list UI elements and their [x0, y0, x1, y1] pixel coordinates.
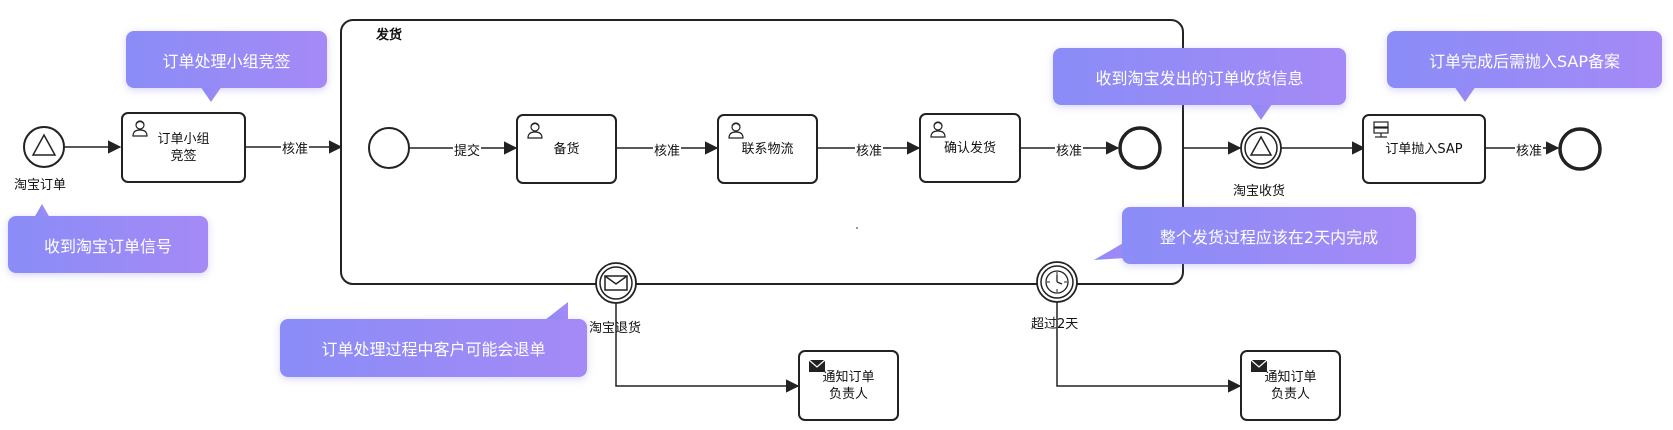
callout-sap-note: 订单完成后需抛入SAP备案 [1387, 31, 1662, 88]
task-sap-label: 订单抛入SAP [1385, 141, 1463, 157]
boundary-timer-event[interactable] [1036, 261, 1078, 303]
signal-triangle-icon [31, 133, 57, 156]
callout-tail-receive [1250, 104, 1272, 120]
boundary-message-event[interactable] [595, 262, 637, 304]
flow-timer-to-notify[interactable] [1056, 302, 1242, 393]
callout-tail-return [545, 302, 568, 320]
task-notify-return-label: 通知订单 负责人 [822, 369, 875, 402]
service-task-icon [1373, 121, 1389, 138]
task-confirm-label: 确认发货 [943, 140, 996, 156]
user-task-icon [930, 121, 946, 138]
flow-label-approve: 核准 [855, 140, 884, 159]
task-logistics-label: 联系物流 [741, 141, 794, 157]
callout-return-note: 订单处理过程中客户可能会退单 [280, 319, 587, 377]
start-signal-event[interactable] [23, 126, 65, 168]
subprocess-title: 发货 [376, 28, 403, 43]
stray-dot [856, 227, 858, 229]
subprocess-start-event[interactable] [368, 127, 410, 169]
receive-signal-event[interactable] [1240, 127, 1282, 169]
callout-tail-timer [1094, 242, 1125, 260]
callout-tail-start [34, 204, 50, 218]
callout-tail-sap [1454, 86, 1476, 102]
return-event-label: 淘宝退货 [589, 321, 642, 336]
flow-label-approve: 核准 [1055, 140, 1084, 159]
envelope-icon [604, 275, 628, 291]
clock-icon [1045, 270, 1069, 294]
user-task-icon [132, 120, 148, 137]
receive-event-label: 淘宝收货 [1233, 184, 1286, 199]
task-notify-timer[interactable]: 通知订单 负责人 [1240, 350, 1341, 421]
callout-bid-note: 订单处理小组竞签 [126, 31, 327, 88]
callout-timer-note: 整个发货过程应该在2天内完成 [1122, 207, 1416, 264]
flow-label-approve: 核准 [1515, 140, 1544, 159]
subprocess-end-event[interactable] [1118, 126, 1162, 170]
callout-receive-note: 收到淘宝发出的订单收货信息 [1053, 48, 1346, 105]
task-stock-label: 备货 [553, 141, 580, 157]
task-sap[interactable]: 订单抛入SAP [1362, 114, 1486, 184]
flow-label-submit: 提交 [453, 140, 482, 159]
task-bid-label: 订单小组 竞签 [157, 131, 210, 164]
task-logistics[interactable]: 联系物流 [717, 114, 818, 184]
flow-label-approve: 核准 [653, 140, 682, 159]
task-stock[interactable]: 备货 [516, 114, 617, 184]
process-end-event[interactable] [1558, 127, 1602, 171]
task-bid[interactable]: 订单小组 竞签 [121, 112, 246, 183]
task-notify-timer-label: 通知订单 负责人 [1264, 369, 1317, 402]
start-event-label: 淘宝订单 [14, 178, 67, 193]
task-notify-return[interactable]: 通知订单 负责人 [798, 350, 899, 421]
user-task-icon [728, 122, 744, 139]
send-message-icon [1250, 359, 1268, 372]
timer-event-label: 超过2天 [1031, 317, 1079, 332]
flow-label-approve: 核准 [281, 138, 310, 157]
callout-tail-bid [200, 86, 222, 102]
user-task-icon [527, 122, 543, 139]
task-confirm[interactable]: 确认发货 [919, 113, 1021, 183]
send-message-icon [808, 359, 826, 372]
flow-return-to-notify[interactable] [615, 303, 800, 393]
signal-triangle-icon [1249, 135, 1273, 156]
callout-start-note: 收到淘宝订单信号 [8, 216, 208, 273]
